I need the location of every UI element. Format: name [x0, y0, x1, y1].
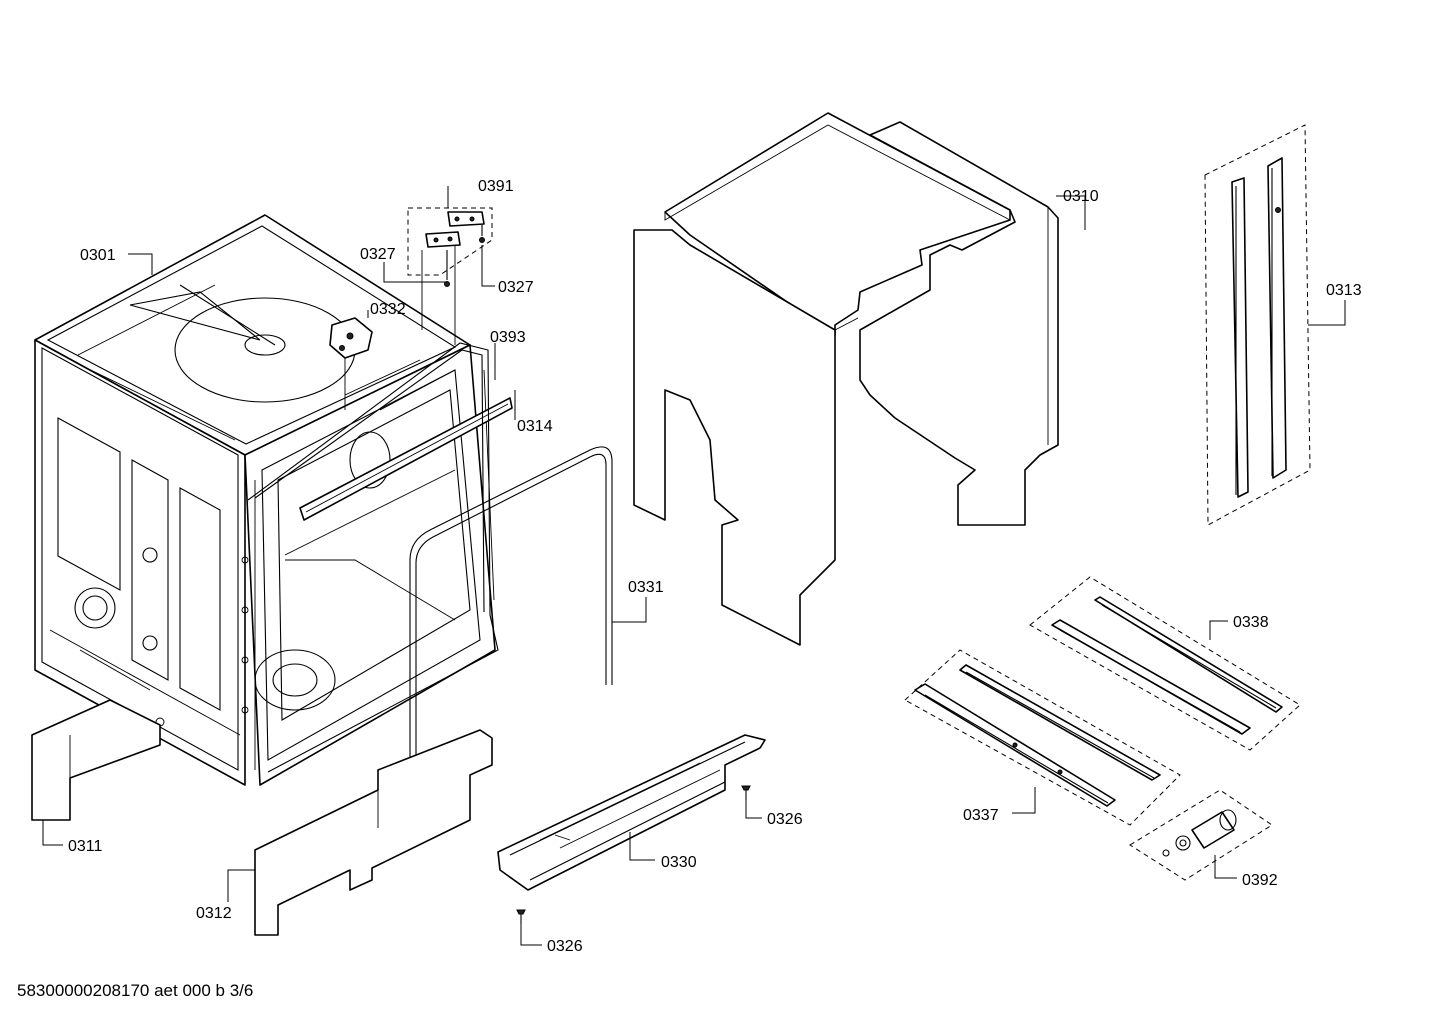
label-0391: 0391 [478, 178, 514, 195]
part-0314-rail [299, 397, 513, 521]
part-0393-seal [247, 342, 499, 773]
label-0392: 0392 [1242, 872, 1278, 889]
label-0338: 0338 [1233, 614, 1269, 631]
part-0326-screw-b [516, 909, 526, 924]
label-0312: 0312 [196, 905, 232, 922]
part-0331-door-seal [409, 446, 613, 795]
drawing-reference-code: 58300000208170 aet 000 b 3/6 [17, 981, 254, 1000]
part-0330-channel [497, 734, 766, 891]
label-0393: 0393 [490, 329, 526, 346]
label-0326-upper: 0326 [767, 811, 803, 828]
part-0391-hinge-plates [407, 207, 493, 345]
label-0331: 0331 [628, 579, 664, 596]
part-0312-plinth [254, 729, 493, 936]
part-0326-screw-a [741, 785, 751, 800]
part-labels: 0301 0310 0313 0391 0327 0327 0332 0393 … [68, 178, 1362, 955]
label-0310: 0310 [1063, 188, 1099, 205]
label-0337: 0337 [963, 807, 999, 824]
label-0326-lower: 0326 [547, 938, 583, 955]
label-0311: 0311 [68, 838, 103, 855]
part-0311-plinth-left [31, 699, 161, 821]
part-0332-hinge [329, 317, 373, 410]
part-0310-insulation [633, 112, 1059, 646]
label-0301: 0301 [80, 247, 116, 264]
part-0392-fitting [1129, 789, 1273, 881]
label-0314: 0314 [517, 418, 553, 435]
label-0327-right: 0327 [498, 279, 534, 296]
part-0301-tub [34, 214, 496, 786]
label-0327-left: 0327 [360, 246, 396, 263]
part-0337-rails [904, 649, 1181, 826]
label-0332: 0332 [370, 301, 406, 318]
part-0338-rails [1029, 576, 1301, 751]
part-0313-side-rails [1204, 124, 1311, 526]
leader-lines [42, 186, 1346, 946]
label-0313: 0313 [1326, 282, 1362, 299]
label-0330: 0330 [661, 854, 697, 871]
